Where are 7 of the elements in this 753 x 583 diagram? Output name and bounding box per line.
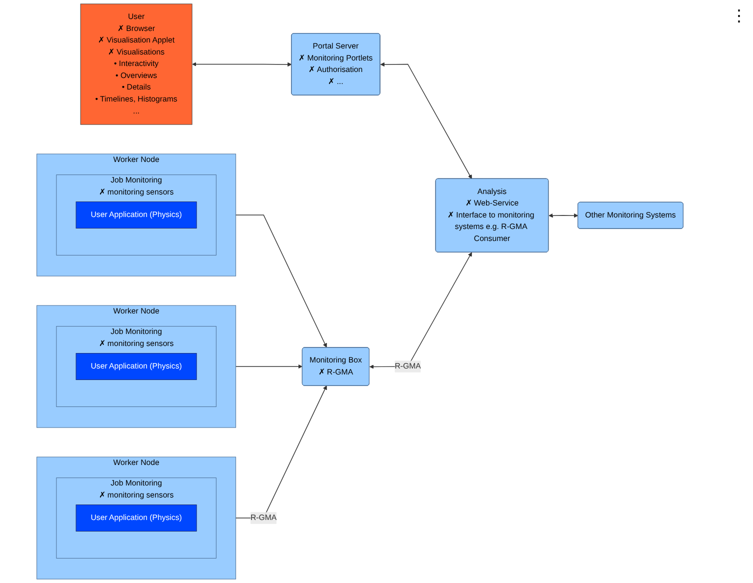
arrow: [235, 214, 327, 348]
arrow: [235, 385, 327, 518]
ellipsis-mark: ⋮: [731, 7, 747, 26]
arrow: [235, 364, 302, 369]
arrow: [548, 213, 578, 218]
arrow: [192, 62, 292, 67]
arrow: [380, 62, 472, 180]
